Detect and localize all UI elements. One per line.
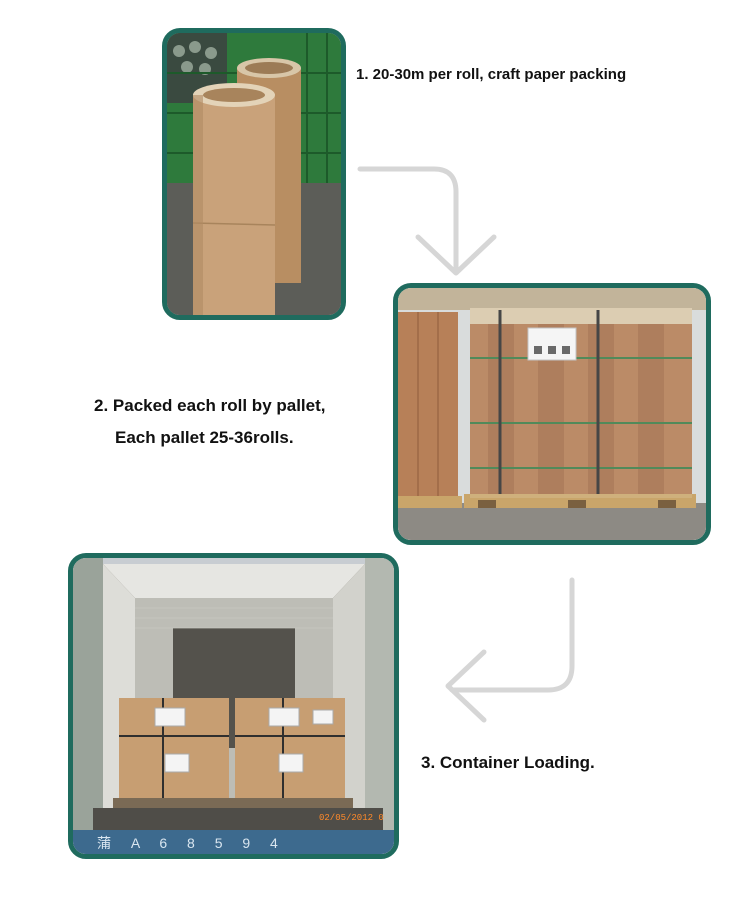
step-1-caption: 1. 20-30m per roll, craft paper packing [356, 66, 627, 83]
photo-date-stamp: 02/05/2012 0 [319, 813, 384, 823]
step-2-caption-line-2: Each pallet 25-36rolls. [115, 428, 294, 447]
curved-arrow-down-icon [357, 166, 497, 276]
photo-palletized-rolls [393, 283, 711, 545]
license-plate-text: 蒲 A 6 8 5 9 4 [97, 835, 286, 851]
photo-container-loading: 02/05/2012 0 蒲 A 6 8 5 9 4 [68, 553, 399, 859]
photo-paper-rolls [162, 28, 346, 320]
step-3-caption: 3. Container Loading. [421, 753, 595, 772]
step-2-caption-line-1: 2. Packed each roll by pallet, [94, 396, 326, 415]
curved-arrow-left-icon [445, 577, 575, 723]
